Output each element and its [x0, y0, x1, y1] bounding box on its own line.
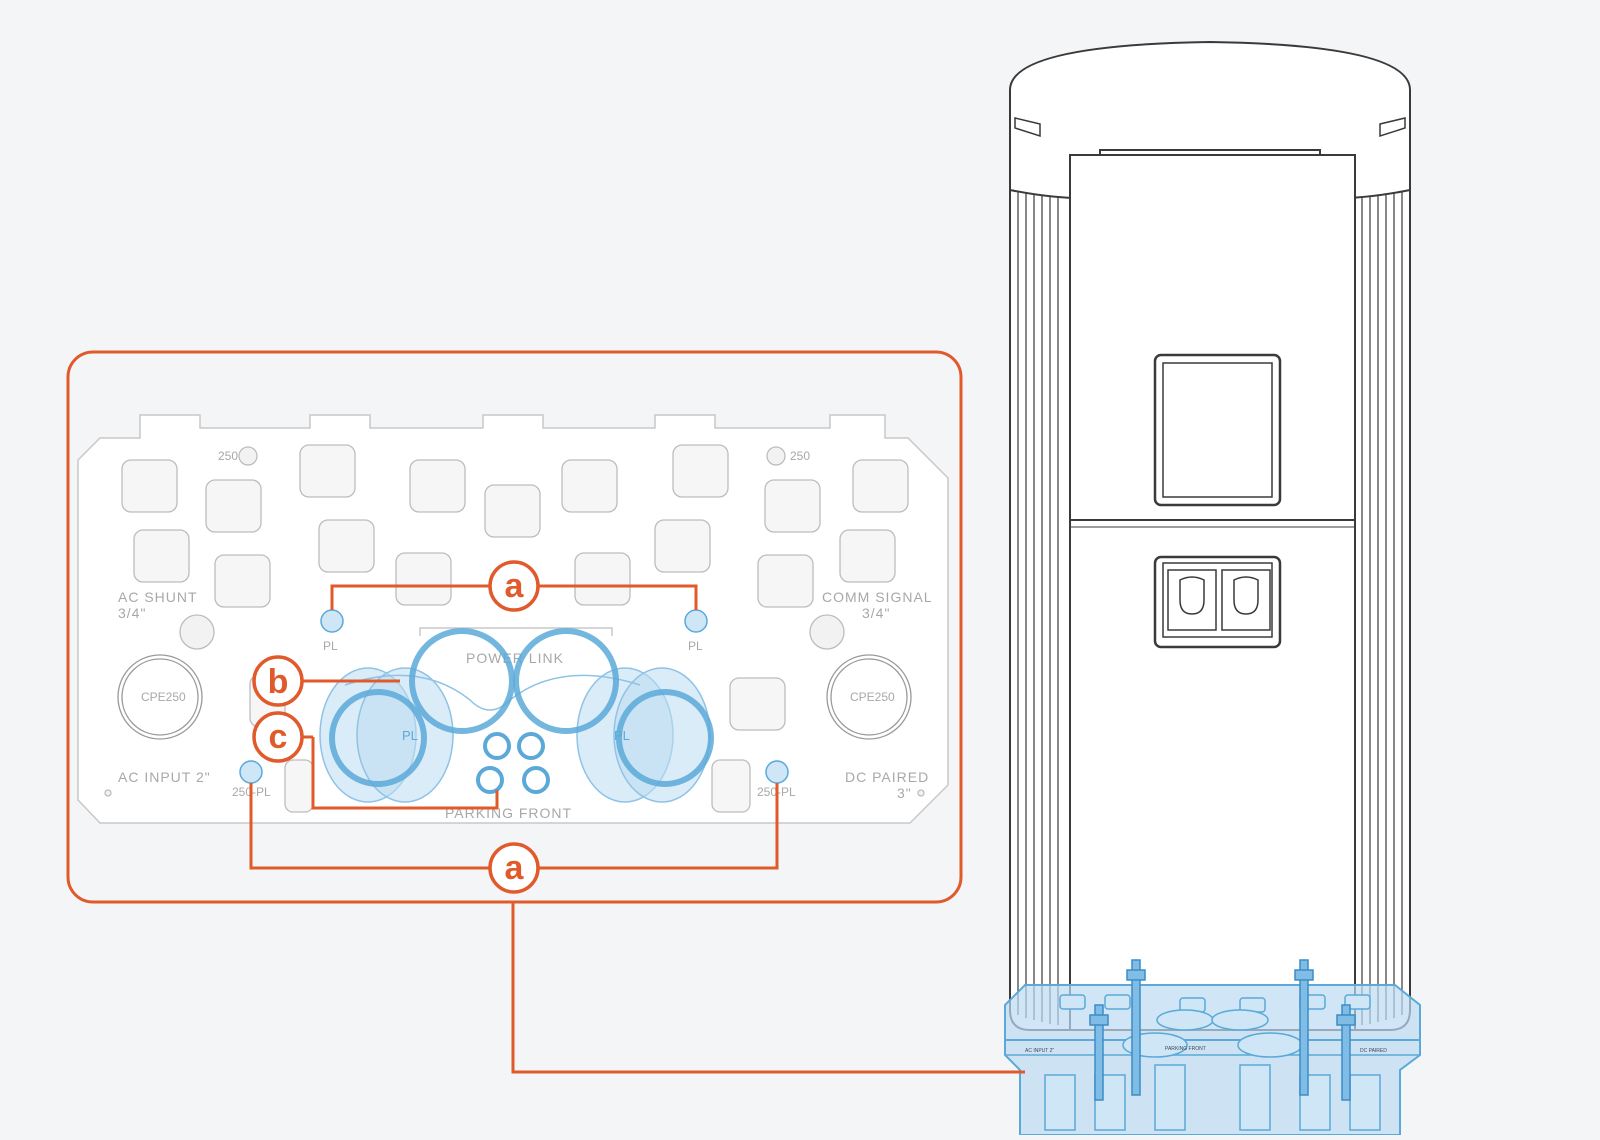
- callout-leader-line: [511, 902, 1025, 1074]
- callout-b-letter: b: [268, 663, 289, 701]
- comm-signal-label: COMM SIGNAL: [822, 589, 933, 605]
- power-link-label: POWER LINK: [466, 650, 564, 666]
- ac-shunt-size: 3/4": [118, 605, 146, 621]
- pl-label-center-right: PL: [614, 728, 630, 743]
- cpe250-label-left: CPE250: [141, 690, 186, 704]
- callout-a-bottom: a: [488, 842, 540, 894]
- ac-input-label: AC INPUT 2": [118, 769, 211, 785]
- mounting-base: AC INPUT 2" PARKING FRONT DC PAIRED: [1004, 959, 1421, 1136]
- left-cooling-ribs: [1017, 180, 1059, 1025]
- callout-c: c: [252, 711, 304, 763]
- ac-shunt-label: AC SHUNT: [118, 589, 198, 605]
- conduit-plate: CPE250 CPE250 250 250 AC SHUNT 3/4" COMM…: [77, 414, 949, 824]
- svg-text:AC INPUT 2": AC INPUT 2": [1025, 1048, 1054, 1054]
- callout-a-top: a: [488, 560, 540, 612]
- callout-a-bottom-letter: a: [505, 849, 525, 887]
- anchor-bolts: [1089, 959, 1356, 1101]
- right-cooling-ribs: [1361, 180, 1403, 1025]
- cpe250-label-right: CPE250: [850, 690, 895, 704]
- svg-text:PARKING FRONT: PARKING FRONT: [1165, 1046, 1206, 1052]
- pl-label-left: PL: [323, 639, 338, 653]
- pl-label-right: PL: [688, 639, 703, 653]
- dc-paired-size: 3": [897, 785, 912, 801]
- callout-a-top-letter: a: [505, 567, 525, 605]
- svg-text:DC PAIRED: DC PAIRED: [1360, 1048, 1387, 1054]
- size-250-right: 250: [790, 449, 810, 463]
- size-250-left: 250: [218, 449, 238, 463]
- callout-c-letter: c: [269, 718, 288, 756]
- charger-tower: [1009, 40, 1411, 1031]
- pl-label-center-left: PL: [402, 728, 418, 743]
- comm-signal-size: 3/4": [862, 605, 890, 621]
- highlighted-knockouts: PL PL PL PL: [239, 609, 789, 803]
- dc-paired-label: DC PAIRED: [845, 769, 929, 785]
- callout-b: b: [252, 655, 304, 707]
